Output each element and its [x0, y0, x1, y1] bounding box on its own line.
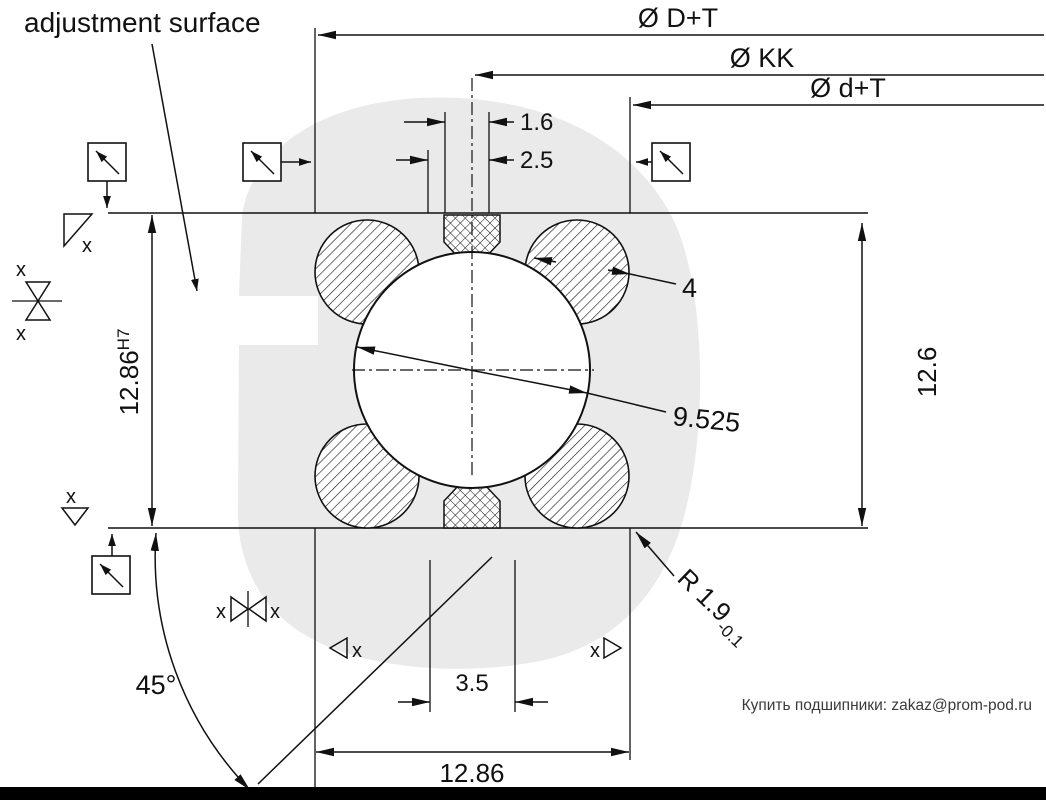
dim-chamfer-angle-label: 45°	[136, 670, 177, 700]
surface-mark-x: x	[66, 486, 76, 508]
triangle-right	[247, 595, 267, 623]
dim-outer-diameter-label: Ø D+T	[638, 3, 718, 33]
dim-slot-width-label: 3.5	[455, 670, 488, 697]
triangle-lower	[24, 299, 52, 321]
angle-arc	[150, 532, 251, 791]
datum-bowtie-icon-bottom: x x	[216, 591, 280, 627]
dim-ball-diameter: 9.525	[356, 346, 742, 438]
surface-finish-icon-1	[87, 142, 127, 208]
dim-overall-width-label: 12.86	[439, 758, 504, 788]
dim-bore-tolerance: H7	[114, 329, 133, 351]
triangle-upper	[24, 281, 52, 303]
dim-slot-width: 3.5	[398, 670, 548, 707]
dim-inner-diameter: Ø d+T	[633, 73, 1044, 110]
dim-ball-diameter-label: 9.525	[671, 401, 741, 438]
surface-mark-x: x	[270, 601, 280, 623]
datum-triangle-icon-3: x	[328, 636, 362, 662]
surface-mark-x: x	[82, 235, 92, 257]
dim-height-right-label: 12.6	[912, 347, 942, 398]
dim-track-width: 4	[533, 257, 697, 303]
finish-diagonal-arrow	[99, 563, 124, 588]
dim-corner-radius-label: R 1.9-0.1	[668, 563, 758, 652]
adjustment-surface-label: adjustment surface	[24, 7, 261, 38]
leader-line	[151, 43, 199, 292]
datum-triangle-icon-1: x	[63, 213, 94, 257]
triangle-mark	[603, 636, 623, 660]
surface-mark-x: x	[590, 640, 600, 662]
dim-bore-left-label: 12.86H7	[114, 329, 144, 416]
dim-arrow-outer	[607, 266, 631, 275]
dim-chamfer-angle: 45°	[136, 532, 493, 791]
leader-line	[629, 273, 677, 285]
triangle-mark	[63, 213, 94, 248]
datum-triangle-icon-4: x	[590, 636, 623, 662]
triangle-mark	[60, 507, 90, 527]
surface-mark-x: x	[216, 601, 226, 623]
dim-inner-diameter-label: Ø d+T	[810, 73, 886, 103]
dim-arrow-right	[469, 369, 588, 394]
finish-square	[651, 142, 691, 182]
dim-height-right: 12.6	[857, 223, 942, 526]
surface-mark-x: x	[16, 323, 26, 345]
chamfer-line	[257, 556, 493, 785]
promo-text: Купить подшипники: zakaz@prom-pod.ru	[742, 697, 1032, 714]
triangle-mark	[328, 636, 348, 660]
surface-finish-icon-2	[242, 142, 311, 182]
dim-arrow-inner	[533, 257, 557, 266]
dim-bore-value: 12.86	[114, 350, 144, 415]
surface-mark-x: x	[352, 640, 362, 662]
datum-triangle-icon-2: x	[60, 486, 90, 527]
dim-seal-lip: 1.6	[404, 109, 553, 136]
footer-bar	[0, 787, 1046, 800]
finish-diagonal-arrow	[659, 150, 684, 175]
dim-seal-lip-label: 1.6	[520, 109, 553, 136]
finish-diagonal-arrow	[95, 150, 120, 175]
finish-diagonal-arrow	[250, 150, 275, 175]
dim-kk-diameter: Ø KK	[475, 43, 1044, 80]
dim-seal-groove: 2.5	[396, 147, 553, 174]
leader-line	[635, 531, 675, 577]
dim-seal-groove-label: 2.5	[520, 147, 553, 174]
surface-finish-icon-4	[91, 534, 131, 595]
dim-kk-diameter-label: Ø KK	[730, 43, 795, 73]
surface-finish-icon-3	[636, 142, 691, 182]
adjustment-surface-callout: adjustment surface	[24, 7, 261, 292]
dim-arrow-left	[356, 346, 471, 371]
dim-track-width-label: 4	[682, 273, 697, 303]
dim-outer-diameter: Ø D+T	[318, 3, 1044, 40]
leader-line	[586, 392, 667, 413]
dim-overall-width: 12.86	[316, 747, 629, 788]
surface-mark-x: x	[16, 259, 26, 281]
triangle-left	[230, 595, 250, 623]
datum-bowtie-icon-left: x x	[12, 259, 62, 345]
dim-bore-left: 12.86H7	[114, 215, 157, 526]
